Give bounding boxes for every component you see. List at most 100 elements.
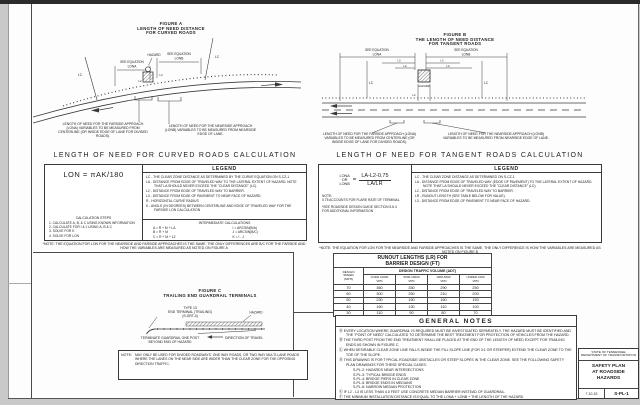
note-label: NOTE: xyxy=(121,353,132,357)
travel-arrow-left-1 xyxy=(330,104,337,108)
tangent-calc-right: LEGEND LC - THE CLEAR ZONE DISTANCE AS D… xyxy=(412,165,601,242)
runout-cell: 150 xyxy=(458,296,493,305)
tangent-legend-title: LEGEND xyxy=(412,165,601,173)
intermediate-eq: K = I - J xyxy=(232,234,244,239)
eq-numerator: LA-L2-0.75 xyxy=(359,173,391,181)
note-text: IF L2 - L3 IS LESS THAN 4.0 FEET USE CON… xyxy=(342,389,506,394)
margin-tick xyxy=(8,283,31,284)
curved-equation: LON = πAK/180 xyxy=(63,170,124,179)
travel-arrow-left-2 xyxy=(330,111,337,116)
legend-item: L3 - DISTANCE FROM EDGE OF PAVEMENT TO N… xyxy=(415,199,531,204)
guardrail-post-line xyxy=(62,74,279,107)
lon-b-label: LONB xyxy=(175,57,184,61)
tangent-calc-note: *NOTE: THE EQUATION FOR LON FOR THE NEAR… xyxy=(319,246,601,254)
curved-legend-title: LEGEND xyxy=(143,165,306,173)
figure-c-note-box: NOTE: MAY ONLY BE USED FOR DIVIDED ROADW… xyxy=(118,350,308,380)
volume-header: DESIGN TRAFFIC VOLUME (ADT) xyxy=(362,267,493,275)
intermediate-eq: C = R + M + L2 xyxy=(153,234,176,239)
road-edge-outer xyxy=(33,80,302,118)
direction-of-travel-label: DIRECTION OF TRAVEL xyxy=(225,335,264,340)
see-equation-label: SEE EQUATION xyxy=(365,48,389,52)
eq-lhs-or: OR xyxy=(341,177,348,182)
lc-label: LC xyxy=(484,81,489,85)
legend-item: LA - DISTANCE FROM EDGE OF TRAVELED WAY … xyxy=(146,179,297,188)
lon-a-label: LONA xyxy=(373,53,383,57)
hazard-strip xyxy=(185,321,263,327)
runout-table-title: RUNOUT LENGTHS (LR) FOR BARRIER DESIGN (… xyxy=(332,253,493,268)
figure-a-title: FIGURE A LENGTH OF NEED DISTANCE FOR CUR… xyxy=(137,21,205,35)
drawing-title: SAFETY PLAN AT ROADSIDE HAZARDS xyxy=(591,363,626,381)
l2-label: L2 xyxy=(413,93,416,97)
section-divider-vertical xyxy=(293,252,294,397)
curved-legend-list: LC - THE CLEAR ZONE DISTANCE AS DETERMIN… xyxy=(143,173,306,219)
legend-item: L2 - DISTANCE FROM EDGE OF TRAVELED WAY … xyxy=(415,188,514,193)
terminate-guardrail-label: TERMINATE GUARDRAIL ONE POST BEYOND END … xyxy=(140,336,200,345)
general-note: Ⓐ EVERY LOCATION WHERE GUARDRAIL IS REQU… xyxy=(339,329,573,338)
lon-b-label: LONB xyxy=(462,53,471,57)
volume-col-header: OVER 10000 VPD xyxy=(363,274,396,285)
hazard-box xyxy=(142,71,154,83)
figure-b-nearside-callout: LENGTH OF NEED FOR THE NEARSIDE APPROACH… xyxy=(443,132,549,141)
dimension-lines-nested xyxy=(382,62,472,69)
note-text: WHEN DESIRABLE CLEAR ZONE LINE FALLS INS… xyxy=(342,348,572,358)
general-notes-title: GENERAL NOTES xyxy=(336,316,576,327)
note-subitem: S-PL-6: NARROW MEDIAN PROTECTION xyxy=(353,385,422,390)
terminal-type-label: TYPE 13 END TERMINAL (TRAILING) (S-GRT-4… xyxy=(168,306,212,319)
volume-col-header: 1000-5000 VPD xyxy=(427,274,460,285)
equals-sign: = xyxy=(352,177,357,183)
curved-calc-left: LON = πAK/180 CALCULATION STEPS 1. CALCU… xyxy=(45,165,143,240)
travel-arrow-left xyxy=(91,108,99,113)
calc-step: 2. CALCULATE FOR I & J USING A, B & C xyxy=(49,225,112,230)
legend-item: LC - THE CLEAR ZONE DISTANCE AS DETERMIN… xyxy=(415,174,515,179)
intermediate-eq: B = R + M xyxy=(153,230,168,235)
figure-b-farside-callout: LENGTH OF NEED FOR THE FARSIDE APPROACH … xyxy=(322,132,417,145)
la-label: LA xyxy=(446,64,449,68)
top-edge-bar xyxy=(0,0,640,4)
lc-label: LC xyxy=(369,81,374,85)
farside-brace xyxy=(389,120,405,124)
note-marker: Ⓓ xyxy=(339,358,343,363)
general-note: Ⓔ IF L2 - L3 IS LESS THAN 4.0 FEET USE C… xyxy=(339,390,573,395)
note-text: THE MINIMUM INSTALLATION DISTANCE IS EQU… xyxy=(342,395,525,400)
l3-label: L3 xyxy=(398,59,401,63)
figure-a-nearside-callout: LENGTH OF NEED FOR THE NEARSIDE APPROACH… xyxy=(164,124,257,137)
volume-col-header: 5000-10000 VPD xyxy=(395,274,428,285)
general-note: Ⓒ WHEN DESIRABLE CLEAR ZONE LINE FALLS I… xyxy=(339,348,573,357)
note-text: THIS DRAWING IS FOR TYPICAL ROADSIDE OBS… xyxy=(342,358,565,367)
intermediate-eq: J = ARCSIN(B/C) xyxy=(232,230,258,235)
hazard-label: HAZARD xyxy=(249,311,263,315)
see-equation-label: SEE EQUATION xyxy=(167,52,191,56)
note-marker: Ⓑ xyxy=(339,338,343,343)
l3-label: L3 xyxy=(441,59,444,63)
see-equation-label: SEE EQUATION xyxy=(120,60,144,64)
note-marker: Ⓕ xyxy=(339,395,343,400)
travel-arrow-right xyxy=(275,82,283,87)
runout-cell: 100 xyxy=(458,303,493,311)
calc-step: 3. SOLVE FOR K xyxy=(49,229,75,234)
note-text: MAY ONLY BE USED FOR DIVIDED ROADWAYS, O… xyxy=(134,353,300,366)
figure-a-diagram: SEE EQUATION LONA SEE EQUATION LONB HAZA… xyxy=(33,37,302,124)
border-line-left xyxy=(31,4,32,398)
calc-step: 4. SOLVE FOR LON xyxy=(49,233,79,238)
figure-a-farside-callout: LENGTH OF NEED FOR THE FARSIDE APPROACH … xyxy=(58,122,148,139)
terminal-leader xyxy=(148,316,158,329)
witness-lines xyxy=(339,53,508,101)
clear-zone-line-left xyxy=(84,56,98,101)
tangent-equation: LONA OR LONB = LA-L2-0.75 LA/LR xyxy=(319,173,411,187)
note-subitem: S-PL-5: BRIDGE ENDS IN MEDIANS xyxy=(353,381,413,386)
curved-calc-box: LON = πAK/180 CALCULATION STEPS 1. CALCU… xyxy=(44,164,307,241)
lc-label: LC xyxy=(78,73,83,77)
see-equation-label: SEE EQUATION xyxy=(454,48,478,52)
road-edge-inner xyxy=(33,86,302,124)
hazard-label: HAZARD xyxy=(147,53,161,57)
note-text: THE THIRD POST FROM THE END TREATMENT SH… xyxy=(342,338,565,348)
speed-header: DESIGN SPEED (MPH) xyxy=(333,267,364,285)
general-note: Ⓕ THE MINIMUM INSTALLATION DISTANCE IS E… xyxy=(339,395,573,400)
travel-arrow-tails xyxy=(337,105,352,114)
eq-denominator: LA/LR xyxy=(367,181,383,187)
